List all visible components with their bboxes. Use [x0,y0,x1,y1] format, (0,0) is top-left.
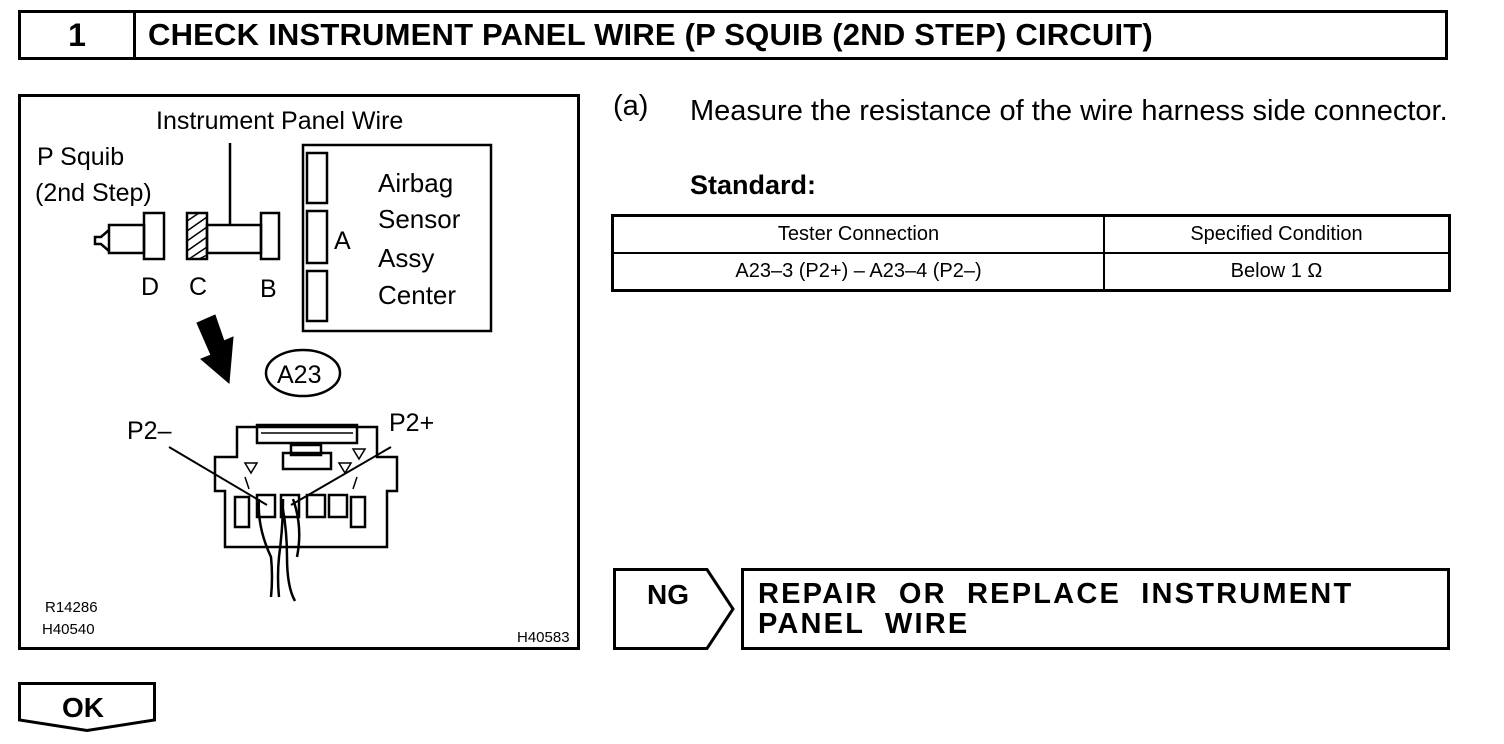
ng-action-box: REPAIR OR REPLACE INSTRUMENT PANEL WIRE [741,568,1450,650]
airbag-sensor-line-1: Airbag [378,168,453,198]
step-number: 1 [21,13,136,57]
spec-table: Tester Connection Specified Condition A2… [611,214,1451,292]
airbag-sensor-line-4: Center [378,280,456,310]
ok-flag: OK [18,682,156,733]
procedure-label: (a) [613,90,649,122]
step-header: 1 CHECK INSTRUMENT PANEL WIRE (P SQUIB (… [18,10,1448,60]
wiring-diagram: Instrument Panel Wire P Squib (2nd Step)… [35,107,570,646]
table-header-row: Tester Connection Specified Condition [611,214,1451,254]
column-header-specified-condition: Specified Condition [1103,214,1451,254]
ref-code-1: R14286 [45,599,98,616]
step-title: CHECK INSTRUMENT PANEL WIRE (P SQUIB (2N… [148,17,1153,52]
standard-label: Standard: [690,170,817,200]
column-header-tester-connection: Tester Connection [611,214,1106,254]
connector-a-label: A [334,227,351,255]
connector-b-label: B [260,275,277,303]
connector-id-label: A23 [277,361,321,389]
airbag-sensor-line-2: Sensor [378,204,461,234]
ng-arrow-shape: NG [613,568,735,650]
instrument-panel-wire-label: Instrument Panel Wire [156,107,403,135]
pin-p2-plus-label: P2+ [389,409,434,437]
wiring-figure: Instrument Panel Wire P Squib (2nd Step)… [18,94,580,650]
airbag-sensor-line-3: Assy [378,243,434,273]
specified-condition-cell: Below 1 Ω [1103,252,1451,292]
ref-code-2: H40540 [42,621,95,638]
tester-connection-cell: A23–3 (P2+) – A23–4 (P2–) [611,252,1106,292]
p-squib-label: P Squib [37,143,124,171]
connector-c-label: C [189,273,207,301]
connector-d-label: D [141,273,159,301]
p-squib-step-label: (2nd Step) [35,179,152,207]
procedure-text: Measure the resistance of the wire harne… [690,95,1448,127]
pin-p2-minus-label: P2– [127,417,172,445]
ok-arrow-shape: OK [18,682,156,733]
table-row: A23–3 (P2+) – A23–4 (P2–) Below 1 Ω [611,252,1451,292]
figure-code: H40583 [517,629,570,646]
ng-label: NG [647,579,689,610]
ok-label: OK [62,692,104,723]
ng-flag: NG [613,568,735,650]
